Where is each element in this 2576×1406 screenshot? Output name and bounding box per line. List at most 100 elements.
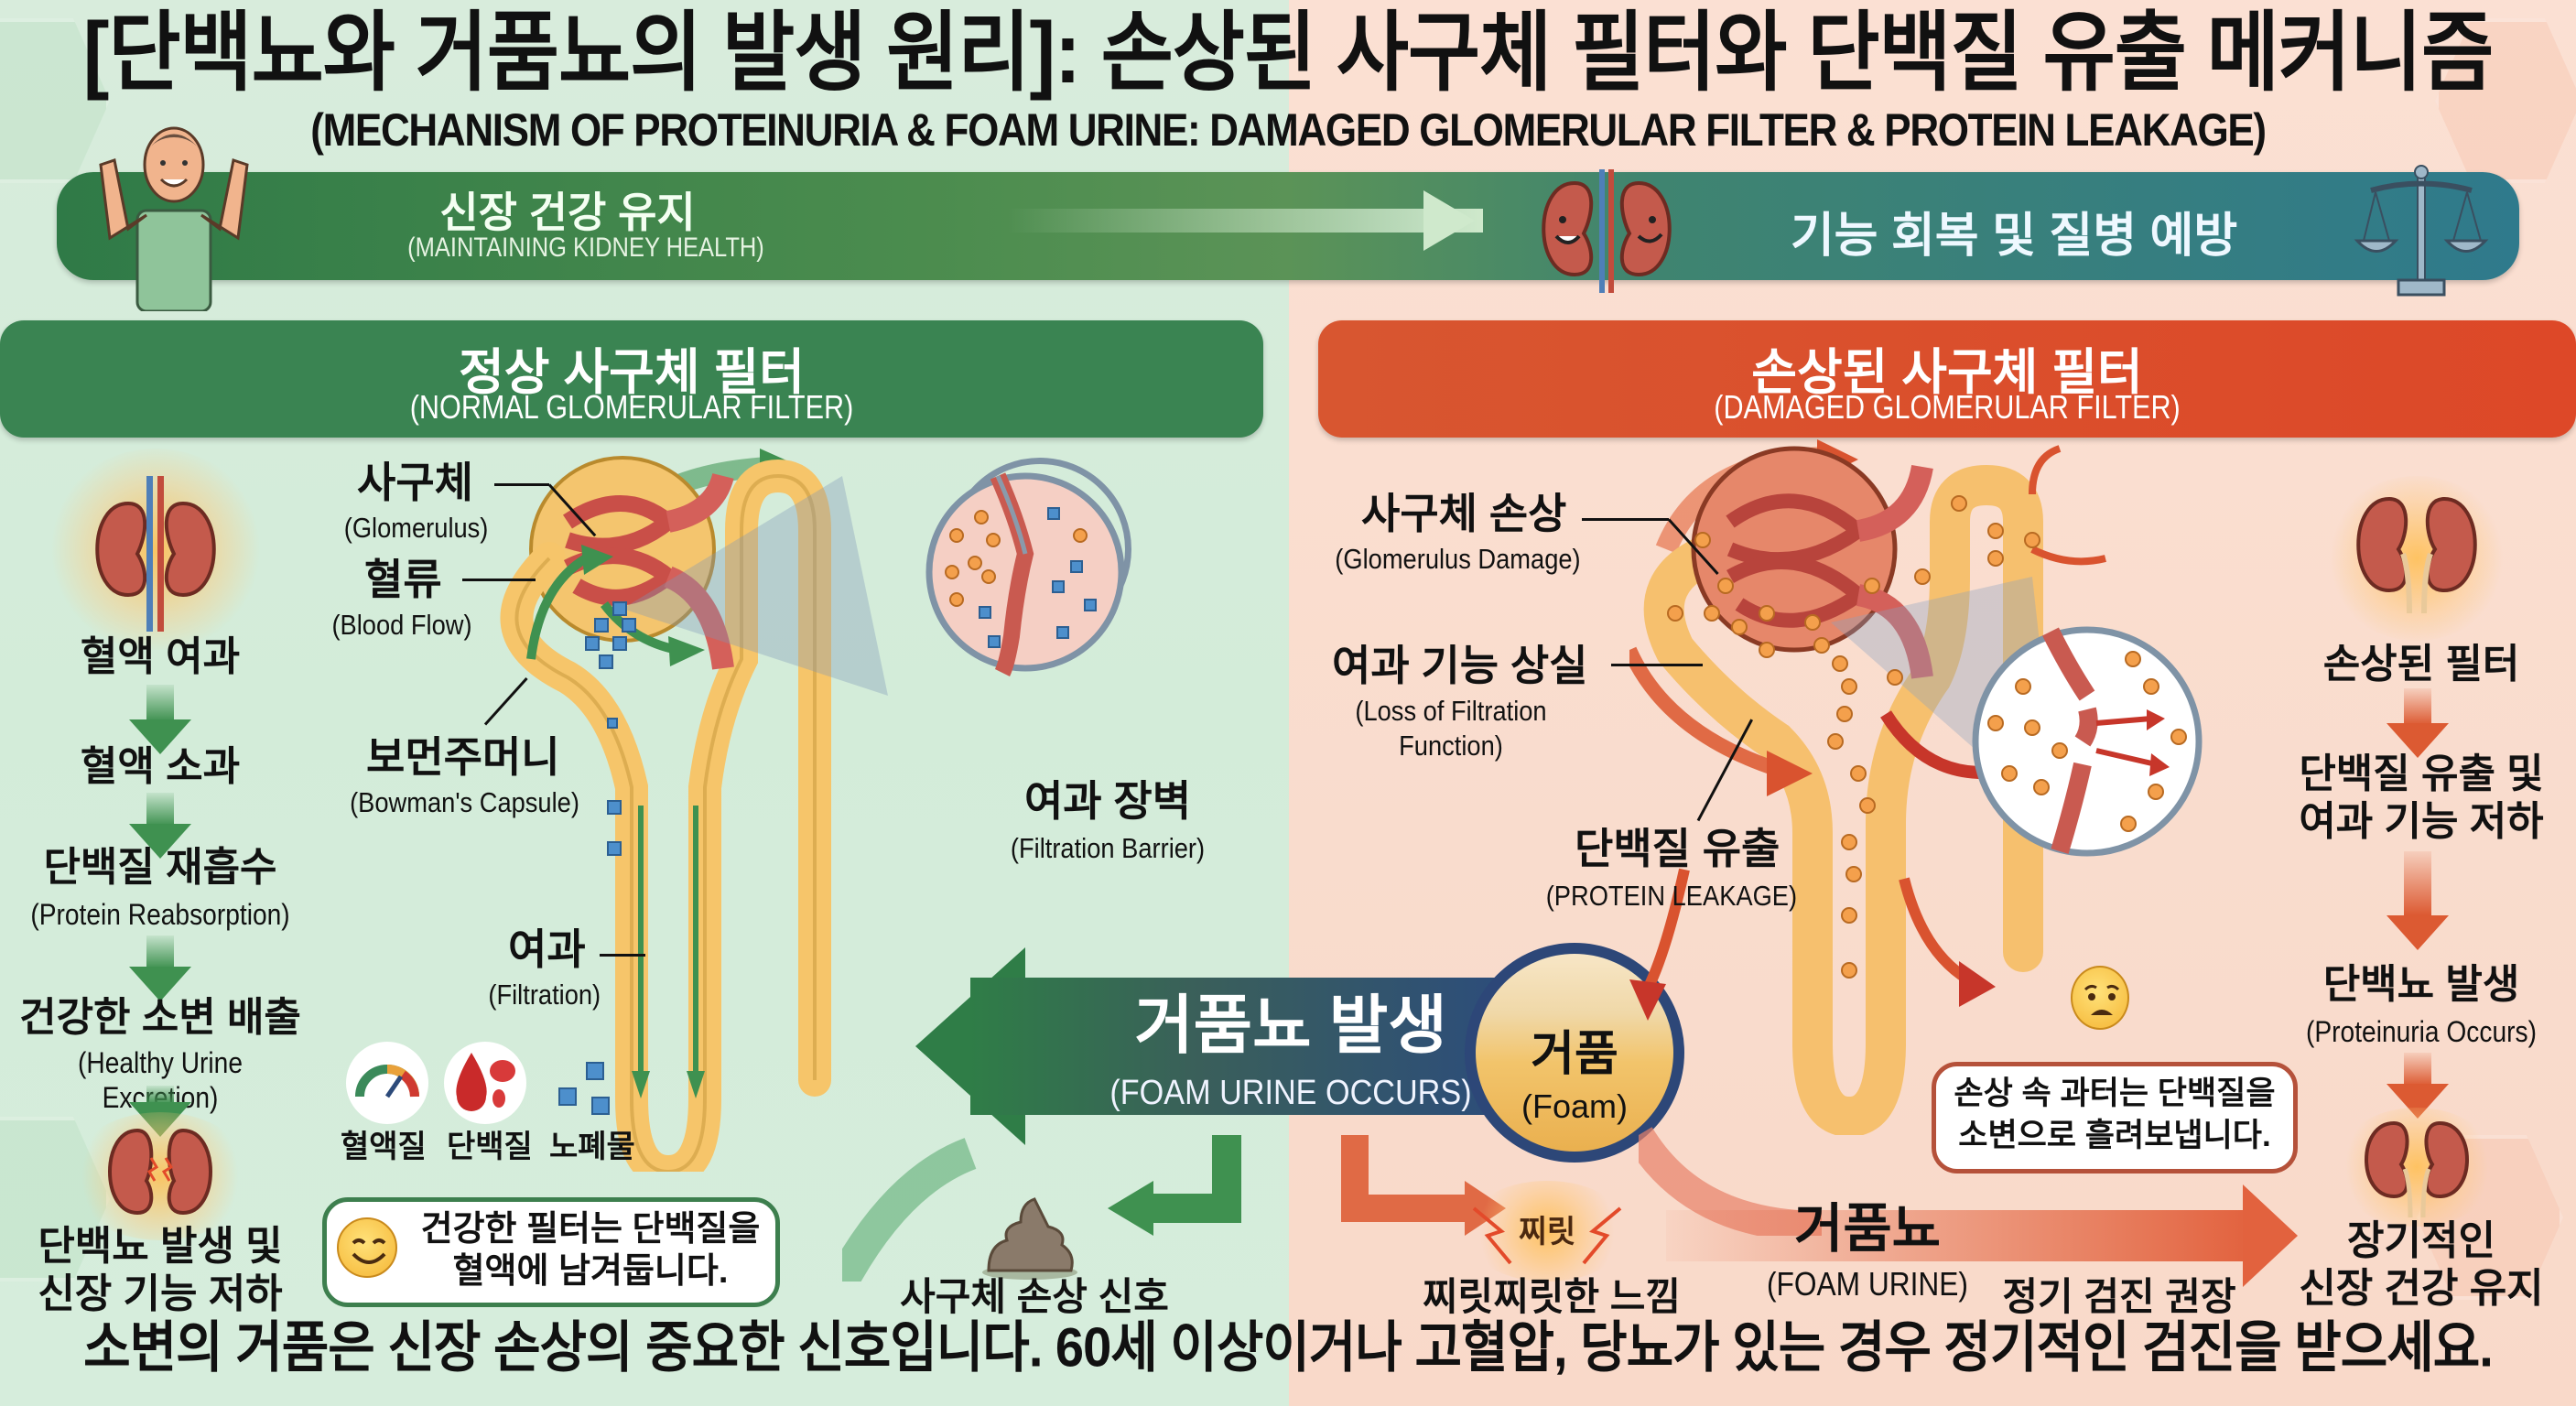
arrow-down-icon — [2404, 688, 2431, 725]
flow-step-1: 혈액 여과 — [80, 634, 241, 679]
arrow-down-icon — [2404, 1053, 2431, 1086]
arrow-down-icon — [2404, 851, 2431, 915]
leader-line — [600, 954, 645, 957]
foam-urine-occurs-title: 거품뇨 발생 — [1134, 990, 1447, 1061]
flow-step-3-en: (Protein Reabsorption) — [30, 898, 290, 931]
footer-message: 소변의 거품은 신장 손상의 중요한 신호입니다. 60세 이상이거나 고혈압,… — [83, 1315, 2494, 1379]
flow-step-4: 건강한 소변 배출 — [19, 995, 301, 1040]
lightning-tingle-icon — [1465, 1190, 1629, 1272]
arrow-down-icon-head — [129, 967, 191, 1001]
label-blood-flow: 혈류 — [364, 556, 442, 603]
foam-urine-arrow — [970, 978, 1538, 1115]
arrow-down-icon — [146, 685, 174, 721]
normal-glomerulus-diagram — [500, 449, 888, 1172]
page-subtitle: (MECHANISM OF PROTEINURIA & FOAM URINE: … — [310, 104, 2267, 156]
damaged-filter-header — [1318, 320, 2576, 438]
label-protein-leakage-en: (PROTEIN LEAKAGE) — [1545, 880, 1798, 912]
flow-step-3: 단백질 재흡수 — [43, 845, 277, 890]
kidney-glow — [2325, 476, 2508, 641]
leader-line — [462, 579, 536, 581]
foam-urine-label: 거품뇨 — [1793, 1199, 1942, 1259]
arrow-down-icon-head — [2387, 915, 2449, 950]
foam-urine-label-en: (FOAM URINE) — [1767, 1265, 1968, 1303]
filtration-barrier-magnifier-detail — [925, 472, 1125, 677]
banner-left-subtitle: (MAINTAINING KIDNEY HEALTH) — [407, 233, 764, 263]
page-title: [단백뇨와 거품뇨의 발생 원리]: 손상된 사구체 필터와 단백질 유출 메커… — [82, 5, 2495, 102]
banner-left-title: 신장 건강 유지 — [439, 189, 696, 236]
damaged-speech-text: 손상 속 과터는 단백질을 소변으로 흘려보냅니다. — [1954, 1076, 2276, 1153]
normal-filter-title: 정상 사구체 필터 — [459, 345, 805, 400]
foam-urine-occurs-subtitle: (FOAM URINE OCCURS) — [1109, 1074, 1472, 1112]
waste-squares-icon — [558, 1062, 622, 1126]
kidney-glow — [69, 1112, 252, 1240]
label-glomerulus-damage: 사구체 손상 — [1361, 490, 1567, 537]
tingle-icon-text: 찌릿 — [1518, 1215, 1576, 1249]
regular-checkup-label: 정기 검진 권장 — [2002, 1275, 2236, 1318]
tingling-sensation: 찌릿찌릿한 느낌 — [1422, 1275, 1682, 1318]
blood-drop-icon — [444, 1042, 526, 1124]
smile-emoji-icon — [337, 1217, 397, 1278]
kidney-icon — [2357, 1119, 2476, 1219]
green-return-arrows — [842, 1135, 1241, 1282]
label-filtration-barrier-en: (Filtration Barrier) — [1010, 832, 1206, 864]
kidney-glow — [2334, 1108, 2499, 1227]
label-filtration-barrier: 여과 장벽 — [1023, 777, 1192, 825]
arrow-down-icon-head — [129, 824, 191, 859]
banner-right-title: 기능 회복 및 질병 예방 — [1790, 210, 2238, 263]
painful-kidney-icon — [96, 1121, 224, 1231]
normal-speech-text: 건강한 필터는 단백질을 혈액에 남겨둡니다. — [420, 1210, 761, 1291]
label-bowman: 보먼주머니 — [366, 733, 560, 781]
foam-circle-label-en: (Foam) — [1521, 1087, 1628, 1125]
glomerulus-damage-signal: 사구체 손상 신호 — [900, 1275, 1169, 1318]
arrow-right-icon — [1007, 209, 1483, 233]
damaged-flow-step-2: 단백질 유출 및 여과 기능 저하 — [2299, 752, 2544, 844]
flow-step-5: 단백뇨 발생 및 신장 기능 저하 — [38, 1224, 283, 1316]
arrow-down-icon — [146, 793, 174, 826]
label-filtration-en: (Filtration) — [488, 979, 601, 1011]
balance-scale-icon — [2353, 163, 2490, 300]
foam-circle-label: 거품 — [1531, 1028, 1618, 1081]
kidney-glow — [46, 449, 265, 650]
label-glomerulus-damage-en: (Glomerulus Damage) — [1335, 543, 1581, 575]
normal-filter-subtitle: (NORMAL GLOMERULAR FILTER) — [409, 388, 854, 426]
damaged-filter-title: 손상된 사구체 필터 — [1751, 345, 2143, 400]
arrow-down-icon — [146, 936, 174, 968]
label-loss-of-filtration-en: (Loss of Filtration Function) — [1355, 695, 1547, 762]
normal-speech-bubble — [322, 1197, 780, 1307]
arrow-down-icon — [146, 1086, 174, 1104]
legend-protein: 단백질 — [447, 1130, 533, 1164]
arrow-right-icon-head — [1423, 190, 1475, 251]
legend-waste: 노폐물 — [549, 1130, 635, 1164]
leader-line — [1582, 518, 1669, 521]
leader-line — [1611, 664, 1703, 666]
normal-filter-header — [0, 320, 1263, 438]
gauge-icon — [346, 1042, 428, 1124]
label-loss-of-filtration: 여과 기능 상실 — [1332, 642, 1588, 689]
leader-line — [494, 483, 549, 486]
stool-icon — [980, 1190, 1080, 1282]
checkup-arrow-head — [2243, 1184, 2298, 1287]
worried-emoji-icon — [2071, 966, 2129, 1030]
damaged-speech-bubble — [1932, 1062, 2298, 1173]
arrow-down-icon-head — [129, 719, 191, 754]
kidney-icon — [2343, 490, 2490, 618]
happy-kidneys-icon — [1524, 165, 1689, 293]
damaged-flow-step-4: 장기적인 신장 건강 유지 — [2299, 1218, 2544, 1311]
label-blood-flow-en: (Blood Flow) — [331, 609, 472, 641]
person-flexing-icon — [73, 110, 275, 313]
flow-step-2: 혈액 소과 — [80, 744, 241, 789]
damaged-flow-step-1: 손상된 필터 — [2322, 642, 2520, 687]
label-filtration: 여과 — [508, 925, 586, 973]
kidney-icon — [82, 467, 229, 632]
damaged-flow-step-3: 단백뇨 발생 — [2322, 962, 2520, 1007]
damaged-flow-step-3-en: (Proteinuria Occurs) — [2306, 1015, 2537, 1048]
label-glomerulus: 사구체 — [357, 459, 473, 506]
label-bowman-en: (Bowman's Capsule) — [350, 786, 579, 818]
label-glomerulus-en: (Glomerulus) — [343, 512, 489, 544]
damaged-filter-subtitle: (DAMAGED GLOMERULAR FILTER) — [1714, 388, 2181, 426]
tingle-glow — [1465, 1181, 1629, 1282]
checkup-arrow — [1666, 1210, 2252, 1261]
arrow-down-icon-head — [2387, 723, 2449, 758]
damaged-barrier-magnifier — [1972, 626, 2203, 857]
legend-plasma: 혈액질 — [341, 1130, 427, 1164]
